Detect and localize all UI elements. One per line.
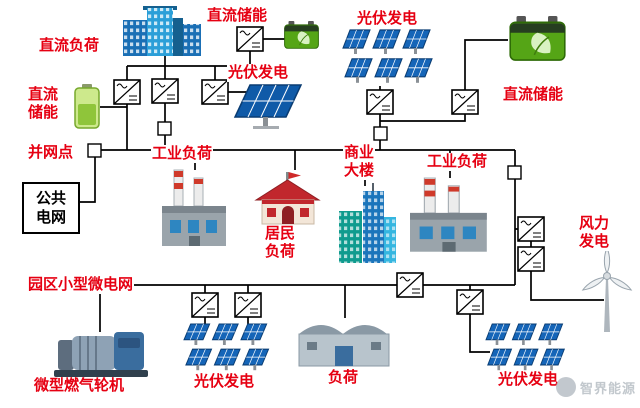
- dc-storage-battery-icon-right: [509, 15, 566, 61]
- converter-icon: [234, 292, 262, 318]
- dc-storage-battery-icon-left: [74, 83, 100, 129]
- residential-load-house-icon: [255, 171, 320, 225]
- label-industrial-load-right: 工业负荷: [426, 153, 489, 171]
- converter-icon: [191, 292, 219, 318]
- converter-icon: [517, 246, 545, 272]
- label-dc-load: 直流负荷: [38, 37, 101, 55]
- public-grid-label: 公共 电网: [35, 190, 66, 226]
- label-wind-power: 风力 发电: [578, 215, 611, 251]
- junction-box-icon: [157, 121, 172, 136]
- junction-box-icon: [373, 126, 388, 141]
- industrial-load-factory-icon-right: [409, 177, 488, 253]
- junction-box-icon: [507, 165, 522, 180]
- watermark-logo-icon: [556, 377, 576, 397]
- public-grid-box: 公共 电网: [22, 182, 80, 234]
- label-residential-load: 居民 负荷: [264, 225, 297, 261]
- label-commercial-building: 商业 大楼: [343, 144, 376, 180]
- label-pv-top-left: 光伏发电: [227, 64, 290, 82]
- converter-icon: [517, 216, 545, 242]
- label-dc-storage-left: 直流 储能: [27, 86, 60, 122]
- converter-icon: [366, 89, 394, 115]
- load-warehouse-icon: [298, 324, 390, 367]
- pv-array-icon-top-right: [343, 30, 432, 83]
- pv-array-icon-bottom-right: [486, 324, 564, 370]
- wind-turbine-icon: [580, 247, 634, 333]
- converter-icon: [236, 26, 264, 52]
- watermark-text: 智界能源: [580, 380, 637, 396]
- converter-icon: [396, 272, 424, 298]
- label-micro-gas-turbine: 微型燃气轮机: [33, 377, 126, 395]
- converter-icon: [151, 78, 179, 104]
- label-dc-storage-top: 直流储能: [206, 7, 269, 25]
- label-pv-bottom-left: 光伏发电: [193, 373, 256, 391]
- converter-icon: [201, 79, 229, 105]
- label-pv-top-right: 光伏发电: [356, 10, 419, 28]
- converter-icon: [113, 79, 141, 105]
- converter-icon: [456, 289, 484, 315]
- industrial-load-factory-icon-left: [161, 169, 227, 247]
- label-park-microgrid: 园区小型微电网: [27, 276, 135, 294]
- junction-box-icon: [87, 143, 102, 158]
- commercial-building-icon: [338, 182, 397, 264]
- converter-icon: [451, 89, 479, 115]
- label-grid-connection-point: 并网点: [27, 144, 75, 162]
- dc-load-building-icon: [123, 6, 201, 56]
- label-pv-bottom-right: 光伏发电: [497, 371, 560, 389]
- label-industrial-load-left: 工业负荷: [151, 145, 214, 163]
- watermark: 智界能源: [556, 377, 636, 397]
- dc-storage-battery-icon-top: [284, 20, 319, 49]
- label-dc-storage-right: 直流储能: [502, 86, 565, 104]
- gas-turbine-icon: [53, 331, 149, 378]
- label-load-bottom: 负荷: [327, 369, 360, 387]
- pv-array-icon-bottom-left: [184, 324, 269, 370]
